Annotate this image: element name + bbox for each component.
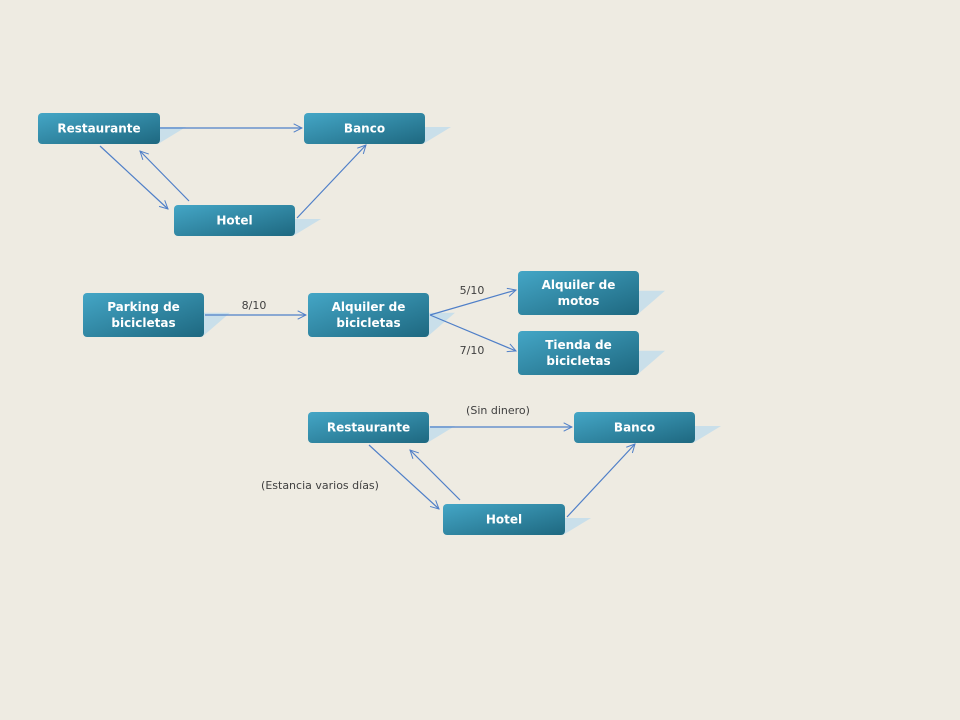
node-label: Tienda de	[545, 338, 612, 352]
node-box[interactable]	[83, 293, 204, 337]
node-alquiler-motos[interactable]: Alquiler de motos	[518, 271, 665, 315]
edge-label-estancia: (Estancia varios días)	[261, 479, 379, 492]
node-parking[interactable]: Parking de bicicletas	[83, 293, 230, 337]
edge-hotel-to-restaurante	[140, 151, 190, 202]
node-alquiler-bicicletas[interactable]: Alquiler de bicicletas	[308, 293, 455, 337]
node-label: Banco	[344, 122, 385, 136]
node-restaurante[interactable]: Restaurante	[308, 412, 455, 443]
node-label: Banco	[614, 421, 655, 435]
diagram-2: Parking de bicicletas Alquiler de bicicleta…	[83, 271, 665, 375]
node-shadow	[427, 425, 455, 443]
node-hotel[interactable]: Hotel	[174, 205, 321, 236]
node-label: Alquiler de	[332, 300, 406, 314]
edge-hotel-to-banco	[566, 444, 635, 518]
edge-alquiler-bicicletas-to-alquiler-motos	[429, 290, 516, 316]
node-label: Restaurante	[57, 122, 140, 136]
node-box[interactable]	[174, 205, 295, 236]
node-label: motos	[558, 294, 600, 308]
node-shadow	[423, 126, 451, 144]
node-banco[interactable]: Banco	[304, 113, 451, 144]
node-box[interactable]	[443, 504, 565, 535]
node-shadow	[427, 312, 455, 337]
edge-hotel-to-restaurante	[410, 450, 461, 501]
node-label: bicicletas	[546, 354, 610, 368]
node-hotel[interactable]: Hotel	[443, 504, 591, 535]
node-box[interactable]	[304, 113, 425, 144]
node-box[interactable]	[38, 113, 160, 144]
edge-alquiler-bicicletas-to-tienda	[429, 314, 516, 351]
node-tienda[interactable]: Tienda de bicicletas	[518, 331, 665, 375]
node-shadow	[637, 350, 665, 375]
node-label: bicicletas	[336, 316, 400, 330]
node-label: Hotel	[486, 513, 522, 527]
edge-hotel-to-banco	[296, 145, 366, 219]
node-label: Restaurante	[327, 421, 410, 435]
node-shadow	[202, 312, 230, 337]
edge-label-sin-dinero: (Sin dinero)	[466, 404, 530, 417]
edge-restaurante-to-hotel	[99, 145, 168, 209]
node-label: Parking de	[107, 300, 180, 314]
node-shadow	[637, 290, 665, 315]
edge-label-5-10: 5/10	[460, 284, 485, 297]
node-banco[interactable]: Banco	[574, 412, 721, 443]
node-box[interactable]	[308, 293, 429, 337]
node-shadow	[293, 218, 321, 236]
node-label: Alquiler de	[542, 278, 616, 292]
node-box[interactable]	[574, 412, 695, 443]
node-box[interactable]	[308, 412, 429, 443]
edge-label-8-10: 8/10	[242, 299, 267, 312]
node-label: Hotel	[216, 214, 252, 228]
node-box[interactable]	[518, 271, 639, 315]
node-shadow	[563, 517, 591, 535]
node-label: bicicletas	[111, 316, 175, 330]
edge-restaurante-to-hotel	[368, 444, 439, 509]
node-shadow	[693, 425, 721, 443]
node-box[interactable]	[518, 331, 639, 375]
node-restaurante[interactable]: Restaurante	[38, 113, 186, 144]
node-shadow	[158, 126, 186, 144]
edge-label-7-10: 7/10	[460, 344, 485, 357]
